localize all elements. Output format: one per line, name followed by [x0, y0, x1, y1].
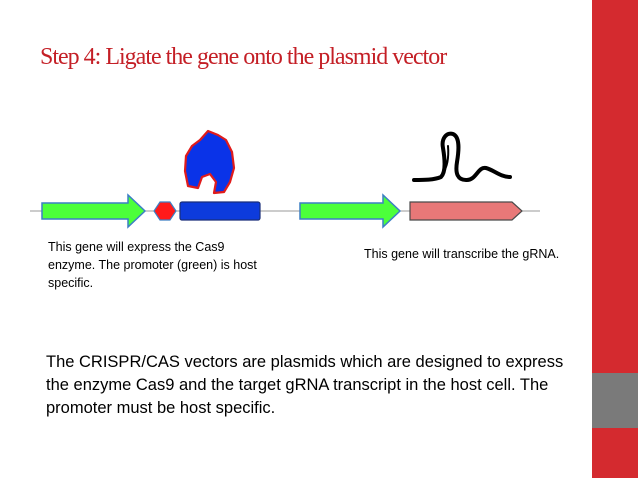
cas9-gene-box [179, 201, 261, 221]
grna-gene-arrow [409, 201, 523, 221]
red-hexagon-feature [153, 201, 177, 221]
cas9-gene-caption: This gene will express the Cas9 enzyme. … [48, 240, 257, 290]
grna-hairpin-icon [412, 131, 512, 182]
promoter-arrow-green-2 [299, 193, 402, 229]
slide-title: Step 4: Ligate the gene onto the plasmid… [40, 44, 447, 70]
grna-hairpin-inner-strand [442, 145, 450, 173]
plasmid-diagram [30, 129, 540, 229]
grna-gene-caption: This gene will transcribe the gRNA. [364, 247, 560, 261]
promoter-arrow-green-1 [41, 193, 147, 229]
cas9-protein-icon [183, 129, 236, 195]
sidebar-gray-block [592, 373, 638, 428]
slide-body-text: The CRISPR/CAS vectors are plasmids whic… [46, 353, 564, 417]
